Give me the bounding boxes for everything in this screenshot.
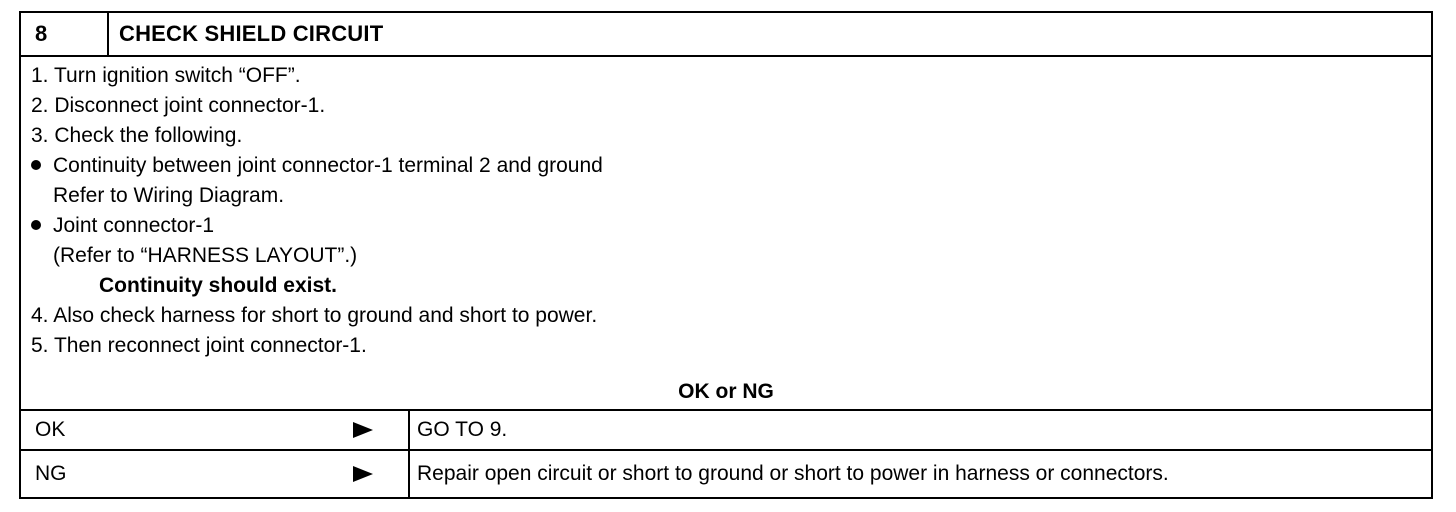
check-item-1-note: Refer to Wiring Diagram. (53, 184, 285, 207)
step-title: CHECK SHIELD CIRCUIT (119, 21, 384, 46)
column-divider (408, 411, 410, 449)
bullet-icon (31, 160, 41, 170)
result-row-ok: OK GO TO 9. (21, 409, 1431, 449)
instruction-1: 1. Turn ignition switch “OFF”. (31, 64, 301, 87)
check-item-2-text: Joint connector-1 (53, 214, 215, 237)
step-header: 8 CHECK SHIELD CIRCUIT (21, 13, 1431, 57)
check-item-2-note: (Refer to “HARNESS LAYOUT”.) (53, 244, 358, 267)
result-action-ng: Repair open circuit or short to ground o… (417, 462, 1169, 485)
arrow-right-icon (353, 422, 373, 438)
result-label-ok: OK (35, 418, 66, 441)
check-item-1: Continuity between joint connector-1 ter… (31, 151, 603, 181)
instruction-3: 3. Check the following. (31, 124, 243, 147)
check-item-2: Joint connector-1 (31, 211, 214, 241)
check-item-1-text: Continuity between joint connector-1 ter… (53, 154, 603, 177)
arrow-right-icon (353, 466, 373, 482)
diagnostic-step-table: 8 CHECK SHIELD CIRCUIT 1. Turn ignition … (19, 11, 1433, 499)
column-divider (408, 451, 410, 497)
expected-result: Continuity should exist. (99, 274, 338, 297)
result-action-ok: GO TO 9. (417, 418, 508, 441)
instructions-body: 1. Turn ignition switch “OFF”. 2. Discon… (21, 57, 1431, 421)
bullet-icon (31, 220, 41, 230)
step-number: 8 (21, 13, 109, 55)
instruction-5: 5. Then reconnect joint connector-1. (31, 334, 367, 357)
instruction-2: 2. Disconnect joint connector-1. (31, 94, 326, 117)
result-row-ng: NG Repair open circuit or short to groun… (21, 449, 1431, 497)
instruction-4: 4. Also check harness for short to groun… (31, 304, 598, 327)
result-label-ng: NG (35, 462, 67, 485)
result-heading: OK or NG (678, 380, 774, 403)
